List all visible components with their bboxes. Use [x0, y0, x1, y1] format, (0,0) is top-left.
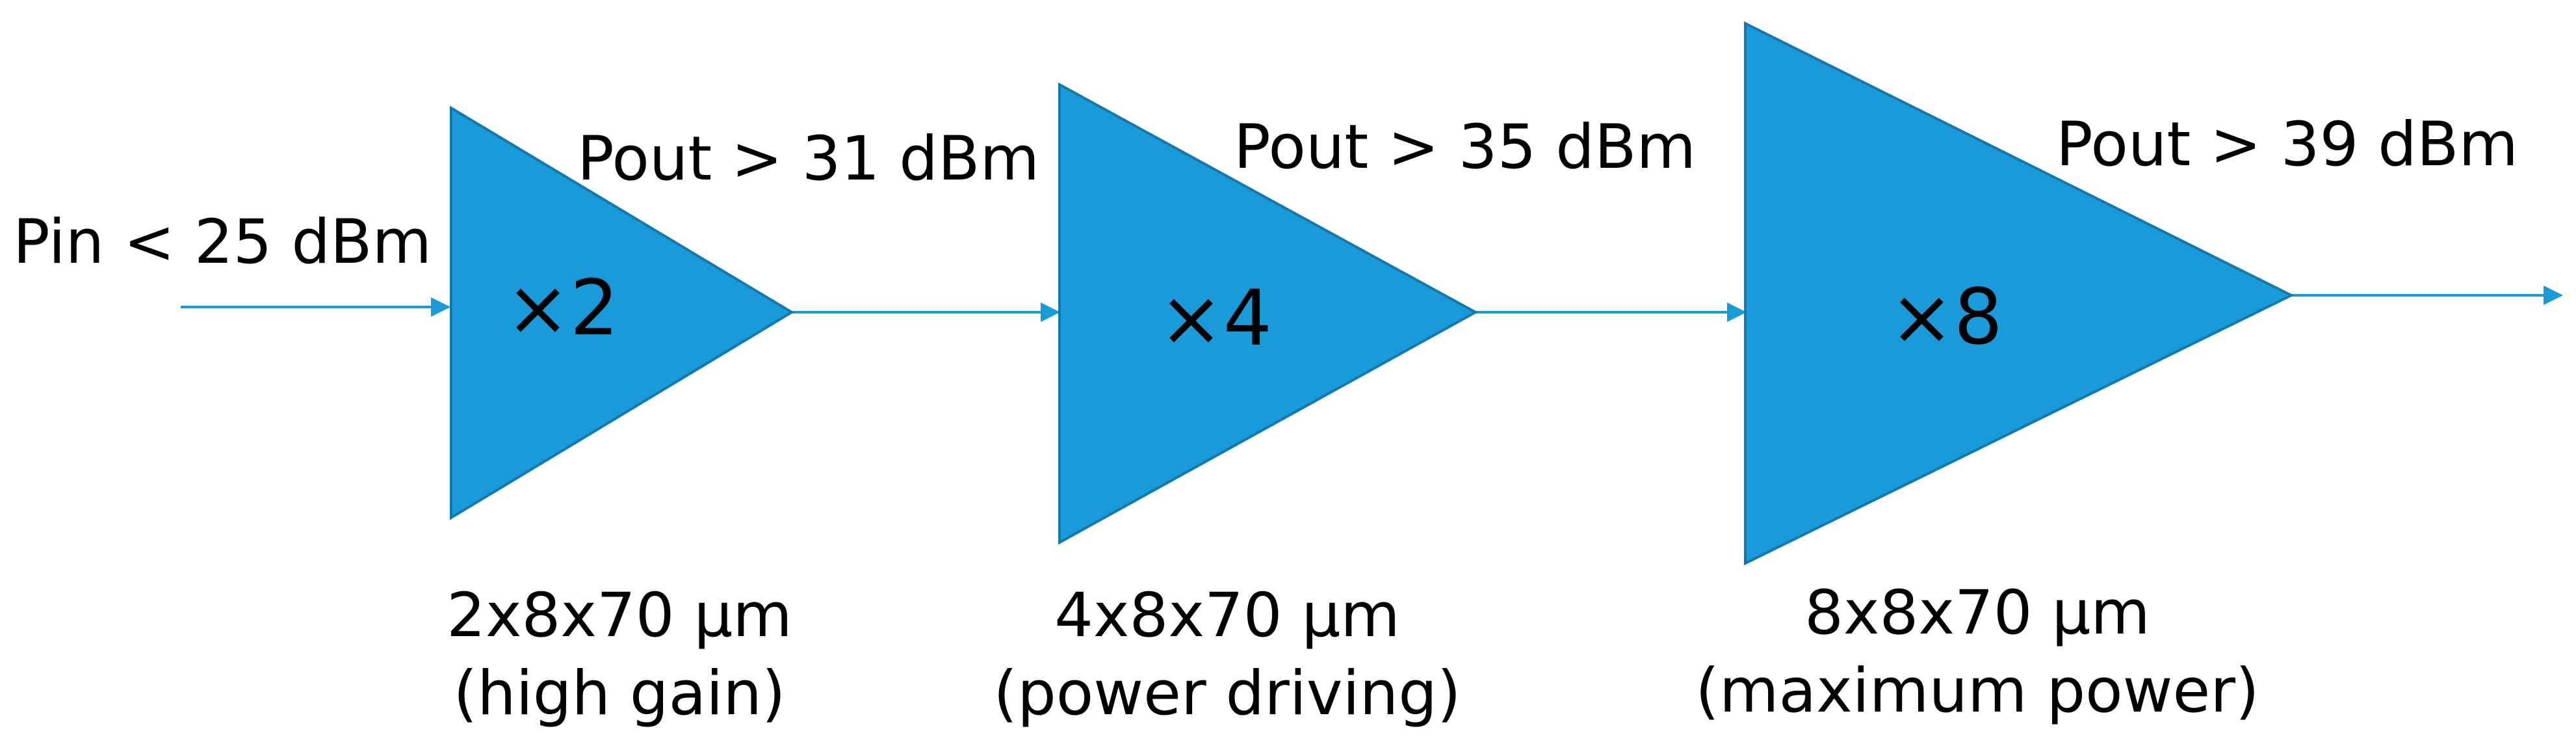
- stage-2-output-power-label: Pout > 35 dBm: [1234, 112, 1696, 183]
- stage-3-output-power-label: Pout > 39 dBm: [2056, 109, 2518, 180]
- stage-2-gain-label: ×4: [1159, 273, 1272, 363]
- stage-3-size-label: 8x8x70 µm: [1804, 578, 2150, 648]
- amplifier-stage-2-triangle: [1058, 82, 1479, 545]
- stage-2-size-label: 4x8x70 µm: [1054, 580, 1400, 651]
- stage-2-role-label: (power driving): [993, 658, 1461, 729]
- stage-3-role-label: (maximum power): [1695, 656, 2259, 727]
- stage-1-size-label: 2x8x70 µm: [447, 580, 792, 651]
- stage-1-role-label: (high gain): [453, 658, 785, 729]
- stage-1-gain-label: ×2: [506, 263, 619, 353]
- amplifier-stage-3-triangle: [1744, 21, 2295, 566]
- stage-1-output-power-label: Pout > 31 dBm: [577, 124, 1039, 194]
- stage-3-gain-label: ×8: [1890, 272, 2003, 362]
- amplifier-stage-1-triangle: [450, 105, 794, 520]
- input-power-label: Pin < 25 dBm: [13, 207, 432, 278]
